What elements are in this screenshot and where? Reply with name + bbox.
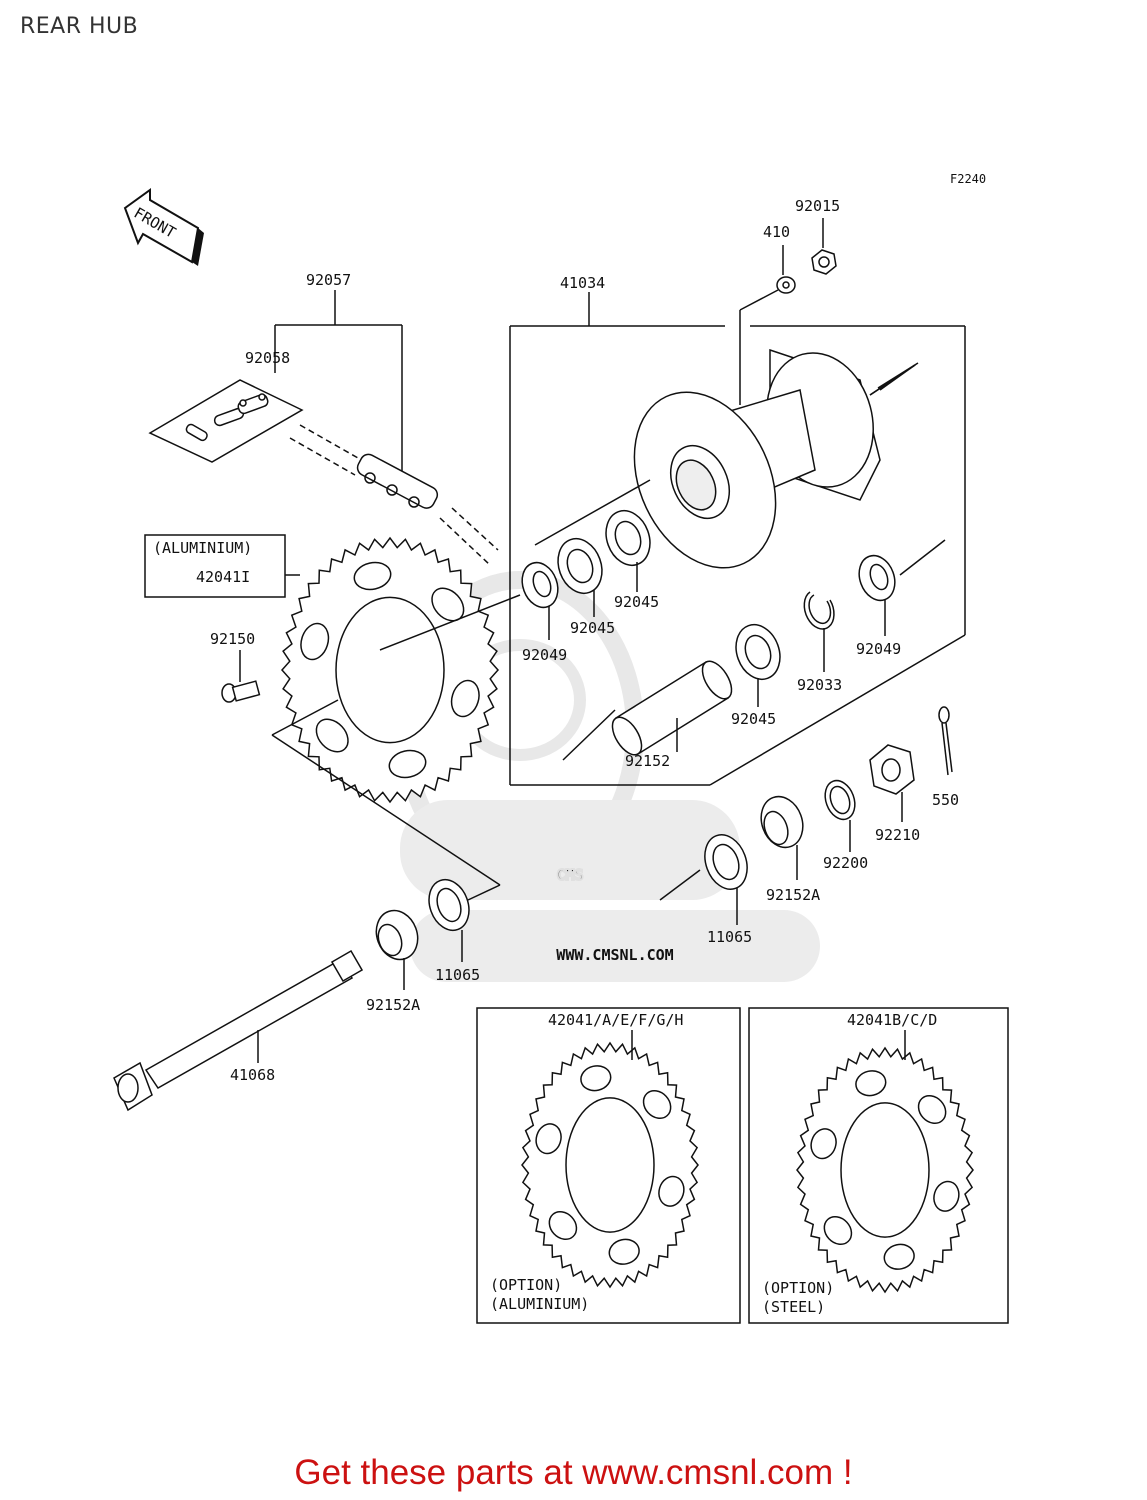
cotter-pin-550: [938, 706, 953, 776]
option-box-aluminium: [476, 1007, 741, 1324]
option-box-steel: [748, 1007, 1009, 1324]
oil-seal-92049-left: [521, 561, 559, 609]
label-92045-b: 92045: [570, 619, 615, 637]
label-92015: 92015: [795, 197, 840, 215]
label-aluminium: (ALUMINIUM): [153, 539, 252, 557]
label-92150: 92150: [210, 630, 255, 648]
circlip-92033: [803, 591, 835, 630]
oil-seal-11065-left: [428, 878, 470, 932]
bearing-92045-lower: [735, 623, 781, 681]
oil-seal-92049-right: [858, 554, 896, 602]
rear-sprocket-aluminium: [280, 536, 500, 804]
label-92033: 92033: [797, 676, 842, 694]
hub-bracket: [509, 289, 966, 786]
label-92152: 92152: [625, 752, 670, 770]
chain-joint-kit: [148, 379, 304, 463]
label-92152A-left: 92152A: [366, 996, 420, 1014]
label-11065-left: 11065: [435, 966, 480, 984]
page-title: REAR HUB: [20, 14, 139, 39]
bearing-92045-upper: [557, 509, 651, 595]
label-92200: 92200: [823, 854, 868, 872]
footer-shop-link[interactable]: Get these parts at www.cmsnl.com !: [294, 1453, 853, 1492]
label-11065-right: 11065: [707, 928, 752, 946]
label-option-aluminium-part: 42041/A/E/F/G/H: [548, 1011, 683, 1029]
label-option-steel-note2: (STEEL): [762, 1298, 825, 1316]
label-92045-c: 92045: [731, 710, 776, 728]
option-sprocket-aluminium: [521, 1041, 699, 1289]
collar-92152A-left: [375, 909, 419, 961]
aluminium-label-box: [144, 534, 300, 598]
washer-92200: [824, 779, 856, 821]
label-option-steel-note1: (OPTION): [762, 1279, 834, 1297]
collar-92152A-right: [760, 795, 804, 849]
castle-nut-92210: [869, 744, 915, 795]
label-92058: 92058: [245, 349, 290, 367]
label-92049-a: 92049: [522, 646, 567, 664]
front-arrow-icon: FRONT: [123, 188, 204, 266]
assembly-guides: [271, 594, 521, 901]
watermark-logo: CMS: [556, 866, 583, 884]
washer-410: [776, 276, 796, 294]
label-option-steel-part: 42041B/C/D: [847, 1011, 937, 1029]
label-92210: 92210: [875, 826, 920, 844]
label-550: 550: [932, 791, 959, 809]
label-92057: 92057: [306, 271, 351, 289]
oil-seal-11065-right: [704, 834, 748, 890]
watermark-url: WWW.CMSNL.COM: [556, 946, 673, 964]
label-42041I: 42041I: [196, 568, 250, 586]
label-41034: 41034: [560, 274, 605, 292]
label-option-aluminium-note2: (ALUMINIUM): [490, 1295, 589, 1313]
label-92152A-right: 92152A: [766, 886, 820, 904]
label-option-aluminium-note1: (OPTION): [490, 1276, 562, 1294]
figure-code: F2240: [950, 172, 986, 186]
rear-hub-body: [633, 348, 916, 569]
rear-hub-exploded-diagram: CMS WWW.CMSNL.COM F2240 FRONT 92057 9205…: [113, 172, 1009, 1324]
watermark: CMS WWW.CMSNL.COM: [396, 571, 820, 982]
label-92049-b: 92049: [856, 640, 901, 658]
label-92045-a: 92045: [614, 593, 659, 611]
chain-bracket: [274, 290, 403, 485]
option-sprocket-steel: [796, 1046, 974, 1294]
label-410: 410: [763, 223, 790, 241]
rear-axle-41068: [113, 949, 364, 1112]
label-41068: 41068: [230, 1066, 275, 1084]
sprocket-bolt: [221, 680, 261, 703]
drive-chain: [289, 424, 499, 566]
spacer-92152: [611, 660, 733, 756]
nut-92015: [811, 249, 837, 275]
